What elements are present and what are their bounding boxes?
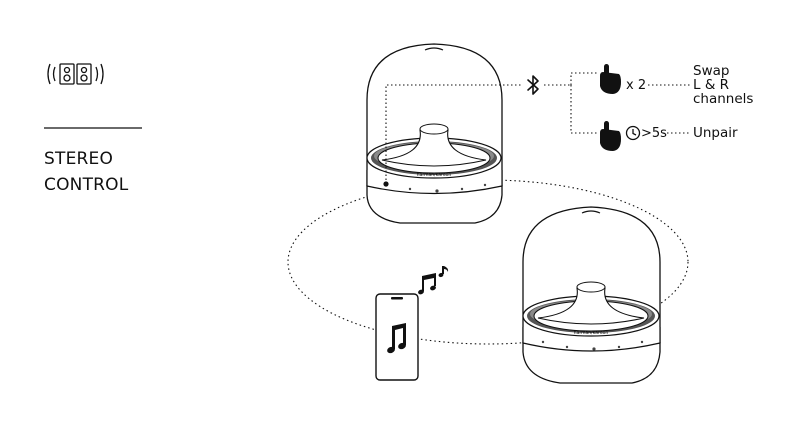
title-line-2: CONTROL bbox=[44, 175, 129, 195]
swap-label-line-2: L & R bbox=[693, 77, 730, 93]
music-note-icon bbox=[387, 323, 406, 354]
speaker-left: harman/kardon bbox=[366, 43, 503, 224]
bluetooth-icon bbox=[527, 75, 539, 95]
stereo-speakers-icon bbox=[47, 63, 104, 85]
swap-label-line-3: channels bbox=[693, 91, 754, 107]
music-notes-icon bbox=[418, 266, 449, 295]
finger-tap-icon bbox=[600, 64, 621, 94]
finger-tap-icon bbox=[600, 121, 621, 151]
unpair-label: Unpair bbox=[693, 125, 738, 141]
smartphone bbox=[375, 293, 419, 381]
callout-lines bbox=[385, 72, 690, 180]
title-line-1: STEREO bbox=[44, 149, 114, 169]
speaker-right: harman/kardon bbox=[522, 206, 661, 384]
long-press-duration-label: >5s bbox=[641, 126, 667, 141]
brand-label-left: harman/kardon bbox=[417, 172, 452, 178]
swap-label-line-1: Swap bbox=[693, 63, 730, 79]
brand-label-right: harman/kardon bbox=[574, 330, 609, 336]
tap-count-label: x 2 bbox=[626, 78, 647, 93]
clock-icon bbox=[625, 125, 641, 141]
